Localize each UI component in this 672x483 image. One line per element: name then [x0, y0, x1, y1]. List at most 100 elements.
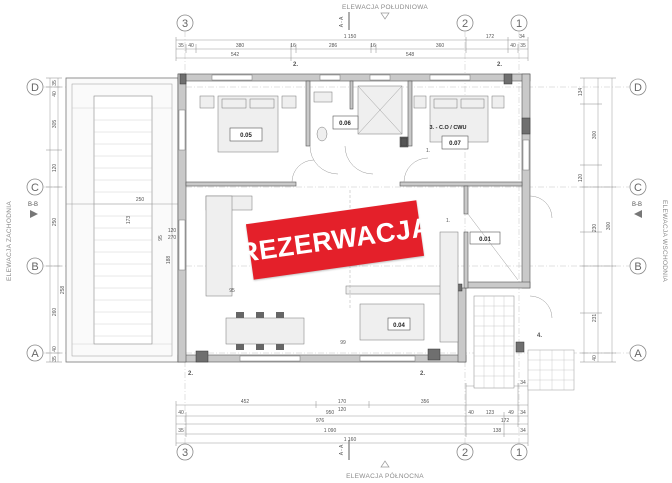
axis-col-label: 3	[182, 447, 188, 459]
elevation-north-label: ELEWACJA PÓŁNOCNA	[346, 471, 424, 480]
dimension-label: 170	[338, 399, 347, 405]
room-0-06: 0.06	[309, 85, 403, 175]
room-0-01: 0.01 1.	[446, 195, 553, 319]
axis-row-label: D	[31, 82, 39, 94]
dimension-label: 40	[52, 346, 58, 352]
axis-row-label: C	[634, 182, 642, 194]
axis-row-a-right: A	[629, 344, 647, 362]
axis-col-label: 3	[182, 18, 188, 30]
dimension-left: 35 40 305 120 250 258 260 40 35	[46, 77, 66, 363]
dimension-label: 40	[468, 410, 474, 416]
dimension-label: 230	[592, 224, 598, 233]
dimension-bottom: 172 34 452 170 356 120 40 950 40 123 49 …	[175, 380, 529, 446]
inner-dimension: 99	[340, 340, 346, 346]
dimension-label: 35	[52, 356, 58, 362]
dimension-label: 40	[178, 410, 184, 416]
dimension-label: 40	[592, 355, 598, 361]
elevation-south-label: ELEWACJA POŁUDNIOWA	[342, 4, 428, 11]
dimension-label: 950	[326, 410, 335, 416]
axis-row-d-right: D	[629, 78, 647, 96]
axis-col-1-top: 1	[510, 14, 528, 32]
window-marker: 2.	[188, 371, 193, 377]
section-bb-label: B-B	[632, 202, 642, 208]
section-aa-bottom: A - A	[339, 440, 350, 460]
dimension-label: 34	[520, 410, 526, 416]
dimension-label: 138	[493, 428, 502, 434]
dimension-label: 35	[178, 43, 184, 49]
inner-dimension: 95	[158, 235, 164, 241]
dimension-label: 34	[519, 34, 525, 40]
axis-col-3-top: 3	[176, 14, 194, 32]
inner-dimension: 188	[166, 256, 172, 265]
room-marker: 1.	[446, 218, 450, 224]
dimension-label: 360	[436, 43, 445, 49]
dimension-label: 120	[578, 174, 584, 183]
elevation-east-label: ELEWACJA WSCHODNIA	[661, 200, 668, 282]
dimension-label: 1 150	[344, 34, 357, 40]
section-bb-right: B-B	[632, 202, 642, 218]
window-marker: 2.	[420, 371, 425, 377]
axis-row-b-right: B	[629, 257, 647, 275]
dimension-label: 35	[520, 43, 526, 49]
dimension-top: 1 150 172 34 35 40 380 16 286 16 360 40 …	[175, 34, 529, 61]
terrace-dimension: 173	[126, 216, 132, 225]
dimension-label: 123	[486, 410, 495, 416]
room-co-cwu-label: 3. - C.O / CWU	[430, 125, 467, 131]
dimension-label: 172	[486, 34, 495, 40]
room-label: 0.01	[479, 237, 491, 243]
dimension-label: 40	[52, 91, 58, 97]
dimension-label: 34	[520, 380, 526, 386]
axis-col-label: 2	[462, 18, 468, 30]
dimension-label: 258	[60, 286, 66, 295]
window-marker: 2.	[497, 62, 502, 68]
entrance-stairs: 4.	[473, 295, 575, 391]
axis-row-c-left: C	[26, 178, 44, 196]
inner-dimension: 95	[229, 288, 235, 294]
axis-row-label: B	[31, 261, 38, 273]
dimension-label: 286	[329, 43, 338, 49]
dimension-label: 120	[338, 407, 347, 413]
dimension-label: 260	[52, 308, 58, 317]
window-markers: 2. 2. 2. 2. 120 270 99	[168, 62, 503, 377]
room-label: 0.04	[393, 323, 405, 329]
section-aa-label: A - A	[339, 444, 345, 455]
elevation-west-label: ELEWACJA ZACHODNIA	[6, 201, 13, 281]
room-label: 0.07	[449, 141, 461, 147]
dimension-label: 172	[501, 418, 510, 424]
terrace-dimension: 250	[136, 197, 145, 203]
windows	[178, 74, 530, 362]
toilet-icon	[316, 126, 328, 142]
room-label: 0.06	[339, 121, 351, 127]
dimension-label: 356	[421, 399, 430, 405]
dimension-label: 300	[592, 131, 598, 140]
dimension-label: 40	[510, 43, 516, 49]
dimension-label: 16	[290, 43, 296, 49]
dimension-label: 120	[52, 164, 58, 173]
dimension-label: 1 090	[324, 428, 337, 434]
dimension-label: 305	[52, 120, 58, 129]
dimension-right: 134 300 120 230 300 231 40	[578, 77, 616, 363]
axis-row-c-right: C	[629, 178, 647, 196]
room-0-04: 0.04 95 188 95	[158, 190, 459, 350]
axis-row-label: A	[634, 348, 642, 360]
window-marker: 2.	[293, 62, 298, 68]
dimension-label: 452	[241, 399, 250, 405]
dimension-label: 16	[370, 43, 376, 49]
axis-row-label: A	[31, 348, 39, 360]
axis-col-label: 1	[516, 18, 522, 30]
axis-col-1-bottom: 1	[510, 443, 528, 461]
entrance-marker: 4.	[537, 333, 542, 339]
axis-col-label: 1	[516, 447, 522, 459]
axis-col-2-top: 2	[456, 14, 474, 32]
dimension-label: 300	[606, 222, 612, 231]
elevation-south-arrow	[380, 12, 390, 20]
dimension-label: 134	[578, 88, 584, 97]
inner-dimension: 270	[168, 235, 177, 241]
room-0-07: 3. - C.O / CWU 0.07 1.	[400, 95, 505, 183]
inner-dimension: 120	[168, 228, 177, 234]
dimension-label: 542	[231, 52, 240, 58]
dimension-label: 380	[236, 43, 245, 49]
dimension-label: 548	[406, 52, 415, 58]
elevation-north-arrow	[380, 460, 390, 468]
dimension-label: 35	[178, 428, 184, 434]
